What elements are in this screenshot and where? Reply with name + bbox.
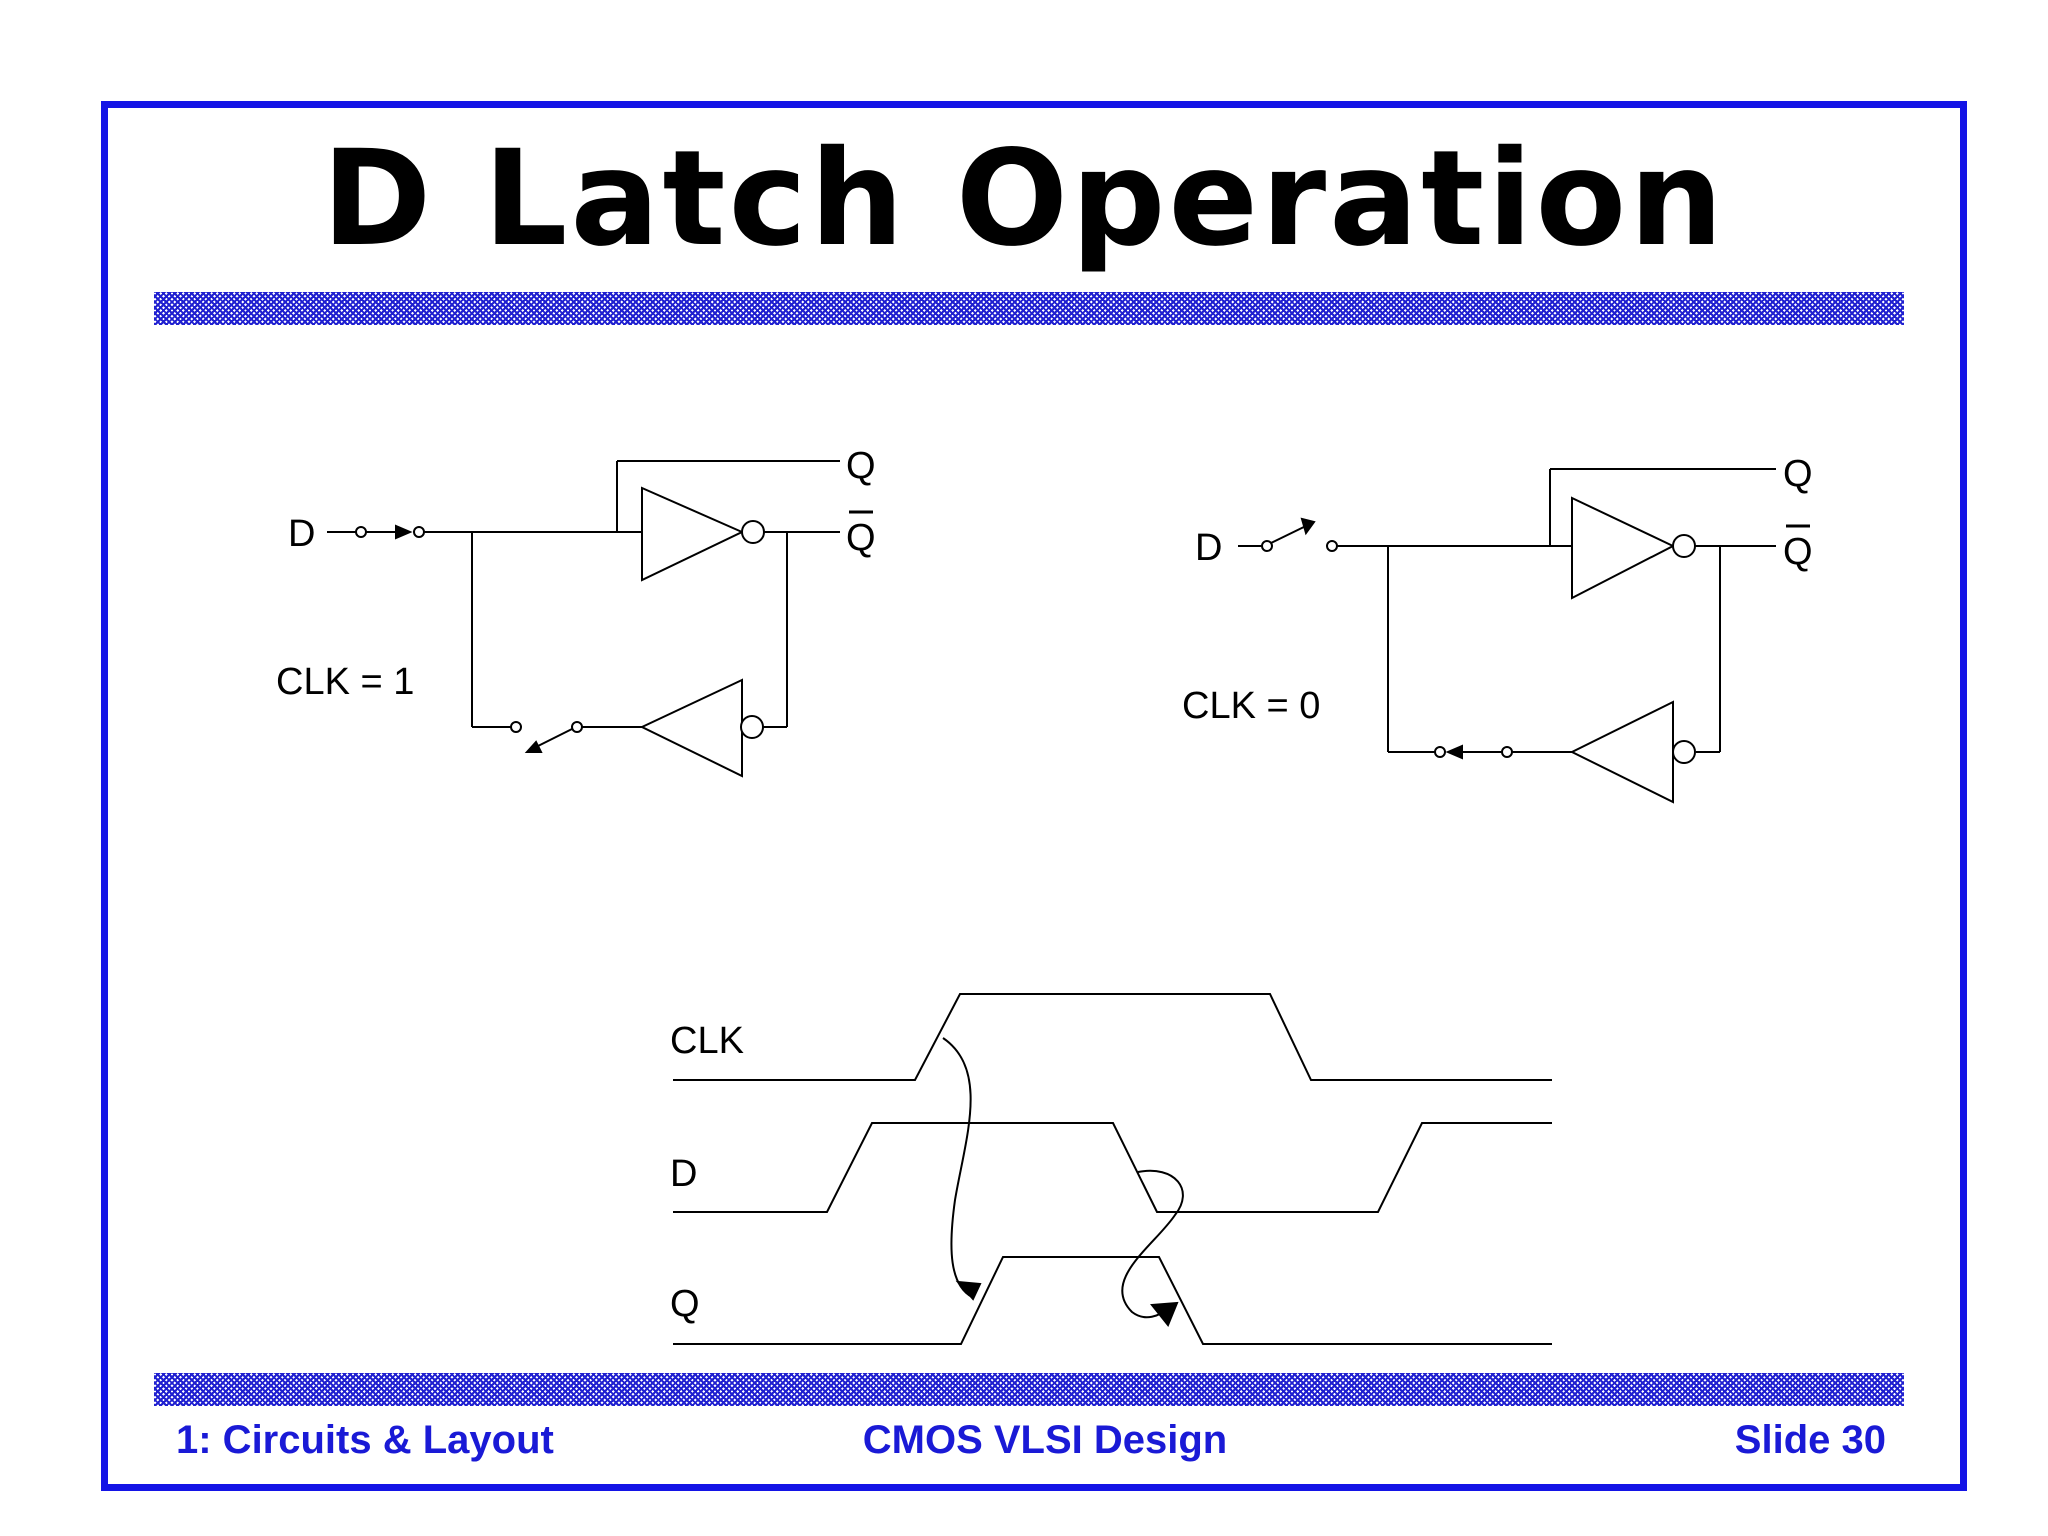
left-clock-label: CLK = 1 — [276, 661, 414, 703]
timing-label-clk: CLK — [670, 1020, 744, 1062]
right-clock-label: CLK = 0 — [1182, 685, 1320, 727]
clk-to-q-arrow — [942, 1037, 973, 1298]
right-output-label-q: Q — [1783, 453, 1813, 495]
d-waveform — [673, 1122, 1552, 1213]
top-hatched-bar — [154, 292, 1904, 325]
left-input-label-d: D — [288, 513, 315, 555]
footer-right: Slide 30 — [1734, 1418, 1886, 1462]
footer-center: CMOS VLSI Design — [862, 1418, 1228, 1462]
d-to-q-arrow — [1121, 1169, 1184, 1319]
right-latch-circuit — [1238, 468, 1776, 804]
slide-frame — [101, 101, 1967, 1491]
q-waveform — [673, 1256, 1552, 1345]
footer-left: 1: Circuits & Layout — [176, 1418, 554, 1462]
timing-diagram — [673, 993, 1552, 1345]
slide-title: D Latch Operation — [321, 122, 1727, 276]
right-input-label-d: D — [1195, 527, 1222, 569]
right-output-label-qbar: Q — [1783, 531, 1813, 573]
timing-label-d: D — [670, 1153, 697, 1195]
left-latch-circuit — [327, 460, 840, 778]
left-output-label-q: Q — [846, 445, 876, 487]
clk-waveform — [673, 993, 1552, 1081]
timing-label-q: Q — [670, 1283, 700, 1325]
left-output-label-qbar: Q — [846, 517, 876, 559]
bottom-hatched-bar — [154, 1373, 1904, 1406]
